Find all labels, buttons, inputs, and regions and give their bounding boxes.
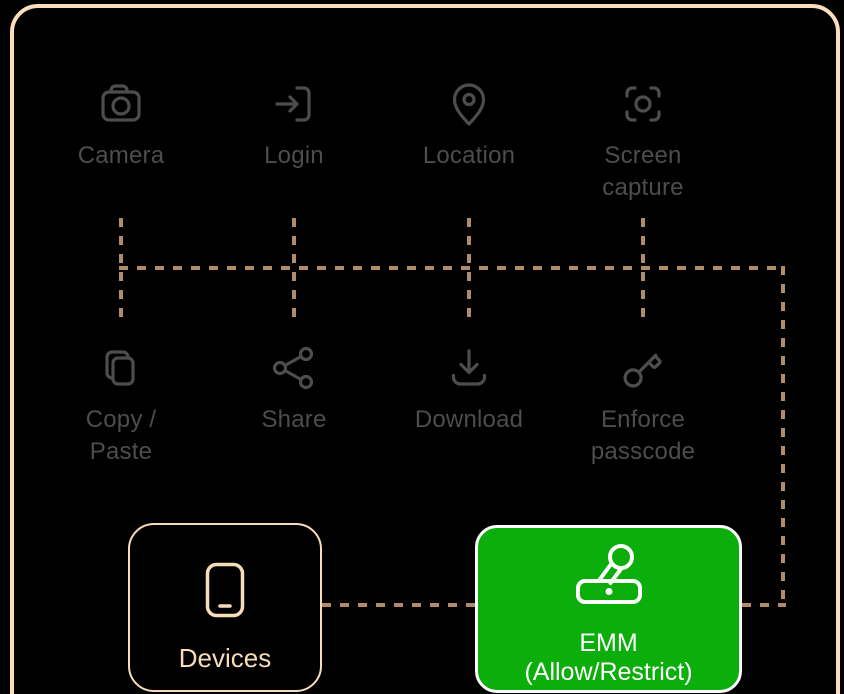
feature-label: Share [261, 406, 327, 433]
outer-frame-border [10, 4, 840, 694]
location-pin-icon [445, 80, 493, 128]
feature-download: Download [381, 344, 557, 436]
screen-capture-icon [619, 80, 667, 128]
joystick-icon [574, 542, 644, 613]
feature-label: Screen capture [602, 142, 684, 201]
devices-label: Devices [178, 643, 272, 673]
login-icon [270, 80, 318, 128]
feature-location: Location [381, 80, 557, 172]
feature-label: Enforce passcode [590, 406, 696, 465]
feature-label: Camera [77, 142, 165, 169]
connector-right-vertical [781, 266, 785, 607]
emm-node: EMM (Allow/Restrict) [475, 525, 742, 693]
connector-trunk [119, 266, 785, 270]
feature-screen-capture: Screen capture [555, 80, 731, 204]
key-icon [619, 344, 667, 392]
download-icon [445, 344, 493, 392]
feature-enforce-passcode: Enforce passcode [555, 344, 731, 468]
feature-share: Share [206, 344, 382, 436]
share-icon [270, 344, 318, 392]
connector-emm-to-trunk [742, 603, 786, 607]
feature-copy-paste: Copy / Paste [33, 344, 209, 468]
copy-icon [97, 344, 145, 392]
feature-label: Copy / Paste [85, 406, 157, 465]
smartphone-icon [205, 562, 245, 623]
connector-devices-to-emm [322, 603, 475, 607]
emm-label: EMM (Allow/Restrict) [524, 629, 693, 686]
feature-camera: Camera [33, 80, 209, 172]
camera-icon [97, 80, 145, 128]
feature-login: Login [206, 80, 382, 172]
feature-label: Location [422, 142, 516, 169]
devices-node: Devices [128, 523, 322, 692]
feature-label: Download [414, 406, 524, 433]
feature-label: Login [264, 142, 324, 169]
